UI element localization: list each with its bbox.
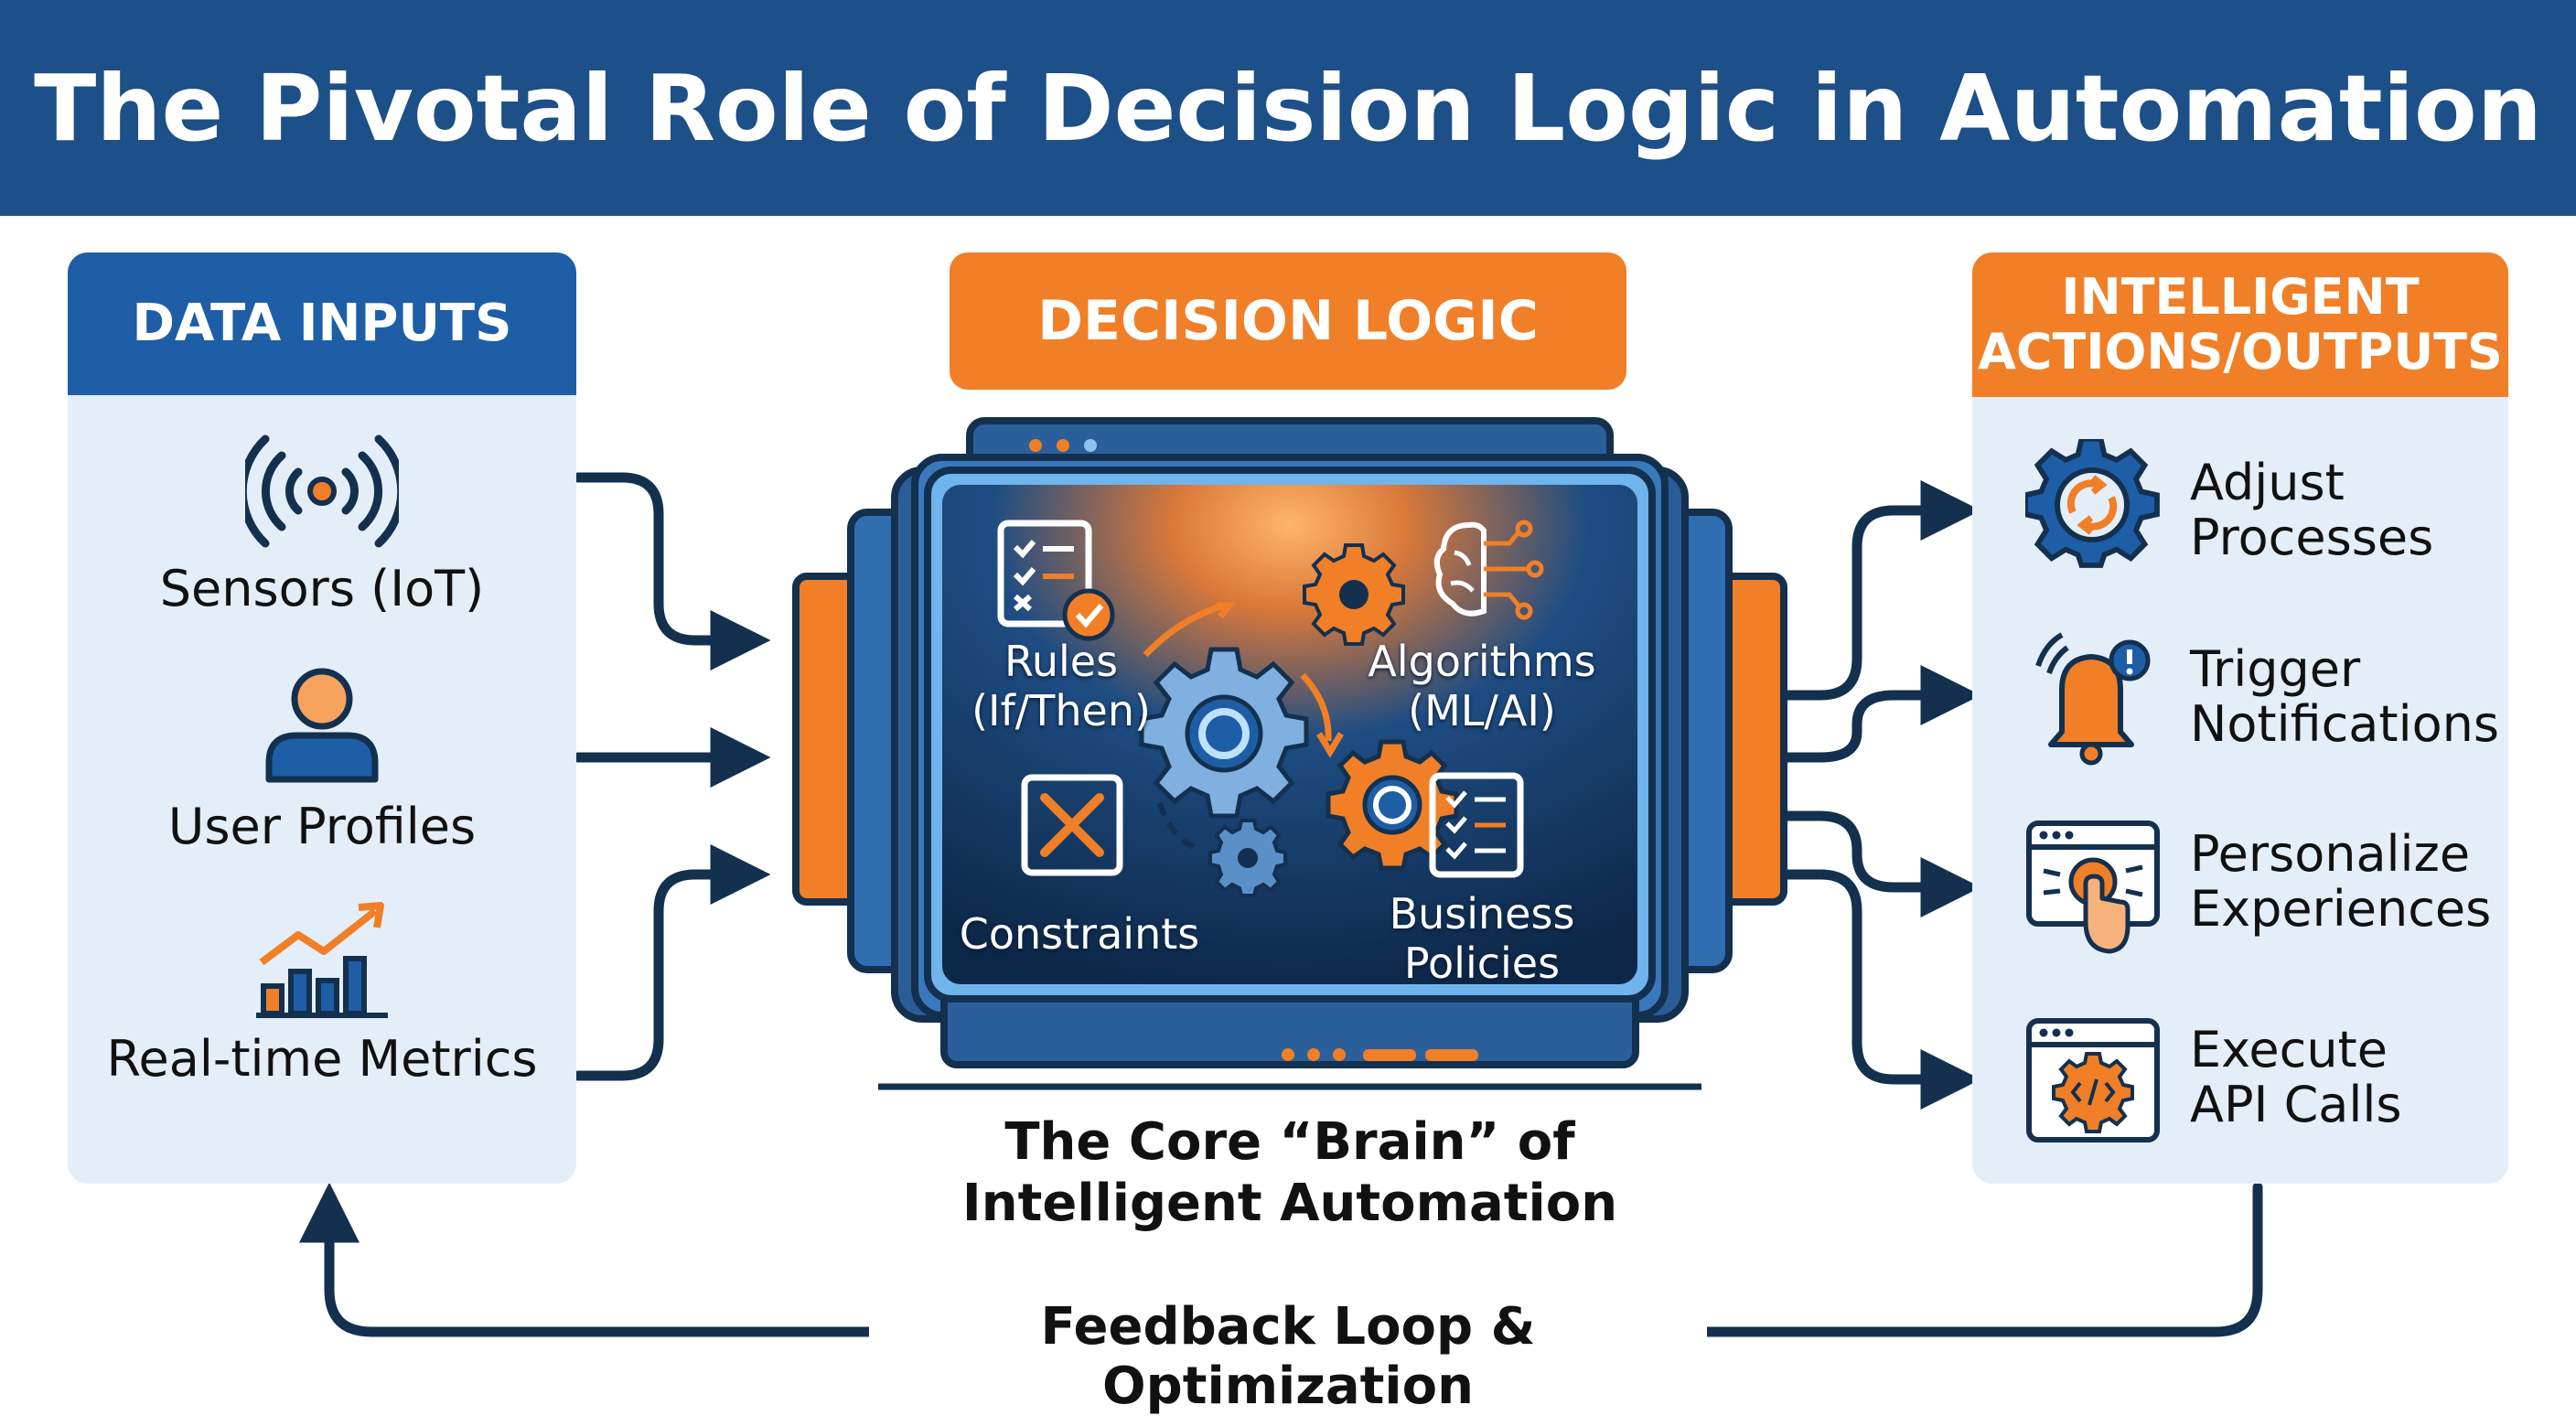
click-browser-icon <box>2026 821 2160 954</box>
logic-label-algorithms: Algorithms (ML/AI) <box>1368 637 1596 736</box>
output-arrow-personalize <box>1755 810 1981 917</box>
logic-label-constraints: Constraints <box>959 909 1200 959</box>
sensor-icon <box>245 434 399 548</box>
input-label-metrics: Real-time Metrics <box>106 1030 538 1088</box>
user-icon <box>265 668 379 783</box>
output-arrow-execute <box>1755 869 1981 1110</box>
output-arrow-adjust <box>1755 480 1981 701</box>
logic-label-policies: Business Policies <box>1389 889 1575 989</box>
decision-logic-monitor <box>792 417 1787 1090</box>
feedback-loop-label: Feedback Loop & Optimization <box>869 1297 1707 1416</box>
bell-icon <box>2035 632 2151 766</box>
title-bar: The Pivotal Role of Decision Logic in Au… <box>0 0 2576 216</box>
core-caption: The Core “Brain” of Intelligent Automati… <box>961 1112 1618 1234</box>
decision-logic-header: DECISION LOGIC <box>950 252 1626 390</box>
code-browser-icon <box>2026 1018 2160 1142</box>
brain-icon <box>1433 520 1544 620</box>
data-inputs-panel: DATA INPUTS Sensors (IoT) User Profiles … <box>68 252 576 1184</box>
page-title: The Pivotal Role of Decision Logic in Au… <box>34 54 2542 162</box>
monitor-base-lights <box>1282 1048 1478 1061</box>
chart-icon <box>256 902 388 1018</box>
data-inputs-header: DATA INPUTS <box>68 252 576 395</box>
input-label-profiles: User Profiles <box>167 798 477 855</box>
input-arrow-metrics <box>573 844 771 1081</box>
input-label-sensors: Sensors (IoT) <box>159 560 485 617</box>
checklist-icon <box>997 520 1115 641</box>
gear-arrows-icon <box>2025 439 2160 568</box>
x-box-icon <box>1021 774 1123 876</box>
policy-list-icon <box>1429 772 1524 878</box>
center-gears <box>1139 543 1459 897</box>
output-arrow-trigger <box>1755 665 1981 763</box>
logic-label-rules: Rules (If/Then) <box>971 637 1151 736</box>
input-arrow-sensors <box>573 472 771 670</box>
